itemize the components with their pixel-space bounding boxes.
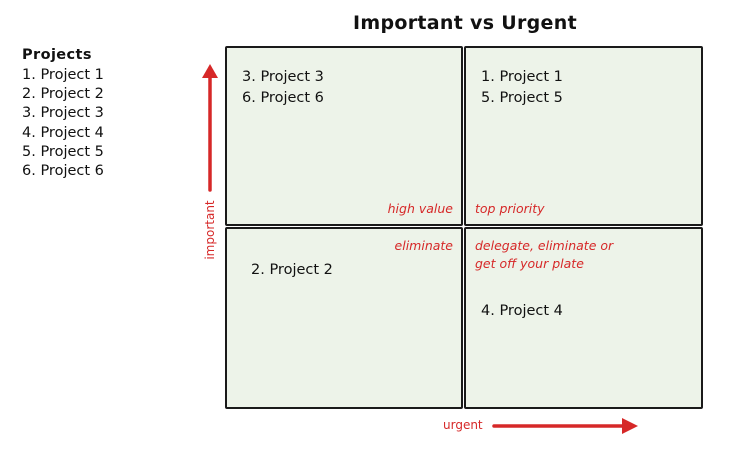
- quadrant-project-item: 4. Project 4: [481, 303, 563, 319]
- quadrant-items: 3. Project 3 6. Project 6: [242, 67, 324, 108]
- quadrant-items: 4. Project 4: [481, 301, 563, 322]
- quadrant-high-value: 3. Project 3 6. Project 6 high value: [225, 46, 463, 226]
- quadrant-label-eliminate: eliminate: [394, 238, 453, 253]
- quadrant-label-top-priority: top priority: [475, 201, 545, 216]
- quadrant-label-line: delegate, eliminate or: [475, 238, 614, 253]
- quadrant-project-item: 2. Project 2: [251, 262, 333, 278]
- x-axis-arrow-icon: [492, 418, 638, 434]
- project-list-item: 1. Project 1: [22, 67, 104, 83]
- projects-list: Projects 1. Project 1 2. Project 2 3. Pr…: [22, 47, 104, 181]
- diagram-title: Important vs Urgent: [353, 12, 577, 34]
- y-axis-label: important: [203, 200, 217, 260]
- x-axis-label: urgent: [443, 418, 483, 432]
- project-list-item: 4. Project 4: [22, 124, 104, 141]
- project-list-item: 2. Project 2: [22, 86, 104, 103]
- quadrant-label-line: get off your plate: [475, 256, 584, 271]
- projects-heading: Projects: [22, 47, 92, 63]
- quadrant-label-delegate: delegate, eliminate or get off your plat…: [475, 237, 613, 273]
- quadrant-label-high-value: high value: [387, 201, 453, 216]
- quadrant-eliminate: eliminate 2. Project 2: [225, 227, 463, 409]
- quadrant-project-item: 5. Project 5: [481, 89, 563, 106]
- quadrant-project-item: 1. Project 1: [481, 69, 563, 85]
- quadrant-delegate: delegate, eliminate or get off your plat…: [464, 227, 703, 409]
- quadrant-items: 2. Project 2: [251, 260, 333, 281]
- project-list-item: 6. Project 6: [22, 163, 104, 180]
- quadrant-project-item: 3. Project 3: [242, 69, 324, 85]
- project-list-item: 5. Project 5: [22, 143, 104, 160]
- quadrant-items: 1. Project 1 5. Project 5: [481, 67, 563, 108]
- y-axis-arrow-icon: [202, 64, 218, 192]
- quadrant-top-priority: 1. Project 1 5. Project 5 top priority: [464, 46, 703, 226]
- project-list-item: 3. Project 3: [22, 105, 104, 122]
- quadrant-project-item: 6. Project 6: [242, 89, 324, 106]
